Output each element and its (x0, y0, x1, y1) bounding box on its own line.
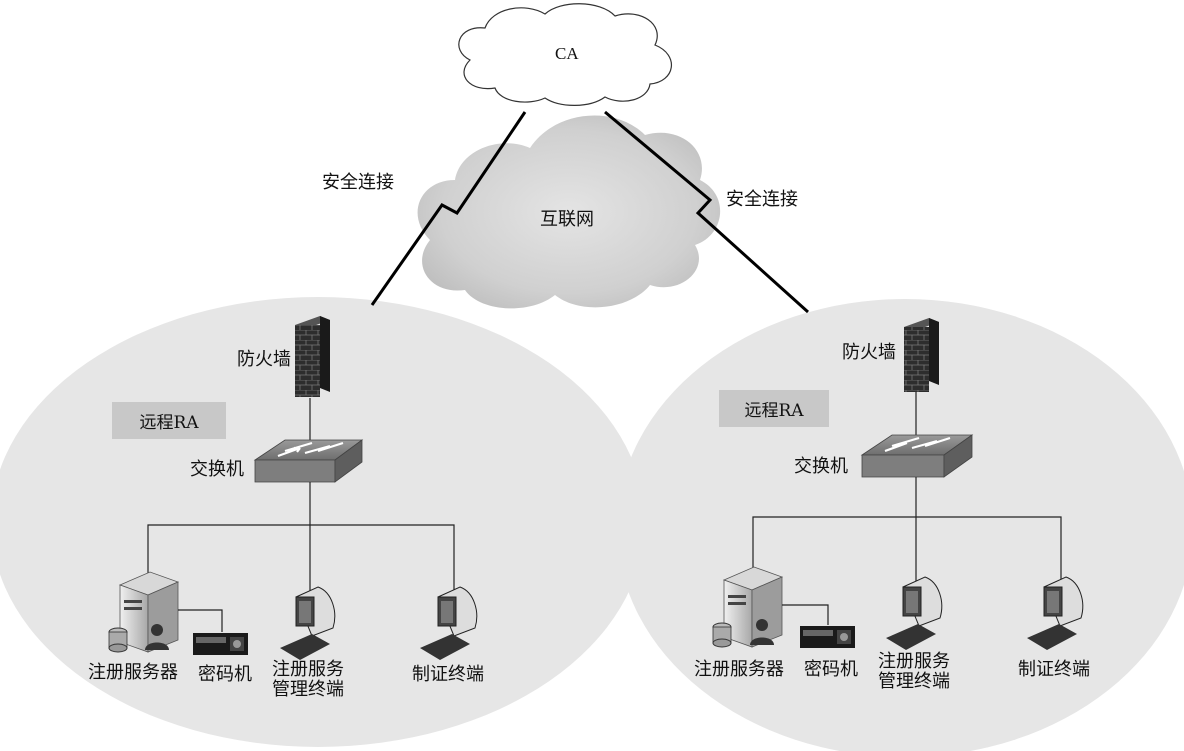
firewall-icon (904, 318, 939, 392)
mgmt-terminal-icon (280, 586, 336, 660)
user-icon (145, 624, 169, 650)
mgmt-terminal-label: 注册服务 管理终端 (878, 652, 950, 692)
database-icon (712, 622, 732, 648)
switch-icon (253, 439, 364, 483)
mgmt-terminal-label-line2: 管理终端 (272, 679, 344, 700)
database-icon (108, 627, 128, 653)
internet-label: 互联网 (540, 209, 594, 230)
mgmt-terminal-label-line2: 管理终端 (878, 671, 950, 692)
mgmt-terminal-label-line1: 注册服务 (272, 659, 344, 680)
crypto-label: 密码机 (804, 659, 858, 680)
secure-link-left-label: 安全连接 (322, 172, 394, 193)
firewall-label: 防火墙 (237, 349, 291, 370)
server-icon (722, 566, 784, 648)
crypto-label: 密码机 (198, 664, 252, 685)
secure-link-right (604, 110, 810, 314)
server-label: 注册服务器 (694, 659, 784, 680)
switch-label: 交换机 (794, 456, 848, 477)
internet-cloud (417, 115, 721, 309)
crypto-machine-icon (800, 626, 855, 648)
ca-label: CA (555, 44, 579, 63)
cert-terminal-icon (420, 586, 478, 660)
mgmt-terminal-icon (886, 576, 943, 650)
ca-cloud (458, 3, 673, 106)
mgmt-terminal-label: 注册服务 管理终端 (272, 660, 344, 700)
firewall-label: 防火墙 (842, 342, 896, 363)
mgmt-terminal-label-line1: 注册服务 (878, 651, 950, 672)
cert-terminal-icon (1027, 576, 1084, 650)
secure-link-right-label: 安全连接 (726, 189, 798, 210)
server-label: 注册服务器 (88, 662, 178, 683)
user-icon (750, 619, 774, 645)
switch-icon (860, 434, 974, 478)
ra-label-box: 远程RA (719, 390, 829, 427)
switch-label: 交换机 (190, 459, 244, 480)
ra-label-box: 远程RA (112, 402, 226, 439)
server-icon (118, 571, 180, 653)
crypto-machine-icon (193, 633, 248, 655)
secure-link-left (370, 111, 527, 306)
cert-terminal-label: 制证终端 (412, 664, 484, 685)
cert-terminal-label: 制证终端 (1018, 659, 1090, 680)
firewall-icon (295, 316, 330, 397)
